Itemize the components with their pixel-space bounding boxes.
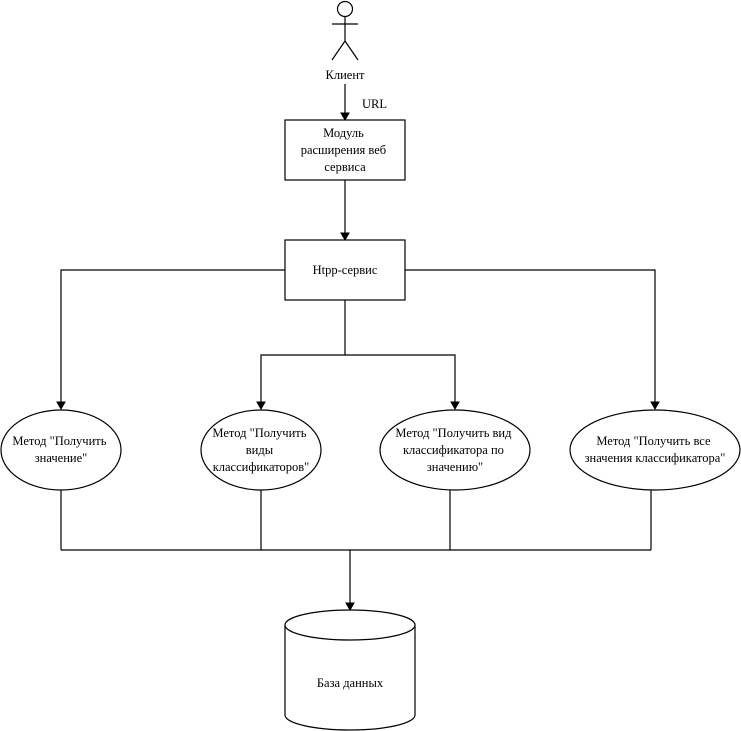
arrowhead-icon — [345, 602, 355, 612]
edge-module-to-service — [340, 180, 350, 242]
database-node[interactable]: База данных — [284, 609, 416, 731]
method-label-line: Метод "Получить все — [596, 434, 711, 448]
edge-service-to-method-3 — [345, 354, 460, 411]
method-label: Метод "Получить значение" — [12, 434, 109, 465]
method-get-value-node[interactable]: Метод "Получить значение" — [0, 409, 122, 491]
edge-service-to-method-1 — [56, 269, 285, 411]
url-edge-label: URL — [362, 97, 387, 111]
edge-client-to-module: URL — [340, 84, 387, 122]
module-label-line: Модуль — [323, 126, 364, 140]
module-label: Модуль расширения веб сервиса — [301, 126, 390, 174]
edges-methods-to-database — [60, 490, 652, 612]
arrowhead-icon — [650, 401, 660, 411]
method-label-line: значения классификатора" — [585, 451, 726, 465]
method-label: Метод "Получить все значения классификат… — [585, 434, 726, 465]
method-get-all-classifier-values-node[interactable]: Метод "Получить все значения классификат… — [569, 409, 741, 491]
method-label: Метод "Получить виды классификаторов" — [212, 426, 309, 474]
stick-figure-actor-icon — [331, 0, 359, 61]
edge-service-to-method-2 — [256, 300, 346, 411]
module-label-line: сервиса — [324, 160, 366, 174]
method-label-line: Метод "Получить — [12, 434, 106, 448]
method-label-line: значению" — [427, 460, 483, 474]
method-label-line: Метод "Получить — [212, 426, 306, 440]
http-service-label: Htpp-сервис — [313, 263, 378, 277]
client-actor[interactable]: Клиент — [326, 0, 366, 83]
method-get-classifier-type-by-value-node[interactable]: Метод "Получить вид классификатора по зн… — [379, 409, 531, 491]
edge-service-to-method-4 — [405, 269, 660, 411]
module-label-line: расширения веб — [301, 143, 386, 157]
method-get-classifier-types-node[interactable]: Метод "Получить виды классификаторов" — [200, 409, 322, 491]
arrowhead-icon — [256, 401, 266, 411]
module-node[interactable]: Модуль расширения веб сервиса — [284, 119, 406, 181]
arrowhead-icon — [56, 401, 66, 411]
method-label: Метод "Получить вид классификатора по зн… — [395, 426, 514, 474]
database-label: База данных — [317, 676, 384, 690]
method-label-line: виды — [246, 443, 274, 457]
client-label: Клиент — [326, 68, 366, 82]
method-label-line: значение" — [35, 451, 88, 465]
database-cylinder-icon — [284, 609, 416, 731]
arrowhead-icon — [340, 232, 350, 242]
arrowhead-icon — [340, 112, 350, 122]
method-label-line: классификатора по — [403, 443, 504, 457]
arrowhead-icon — [450, 401, 460, 411]
method-label-line: классификаторов" — [213, 460, 310, 474]
method-label-line: Метод "Получить вид — [395, 426, 512, 440]
http-service-node[interactable]: Htpp-сервис — [284, 239, 406, 301]
